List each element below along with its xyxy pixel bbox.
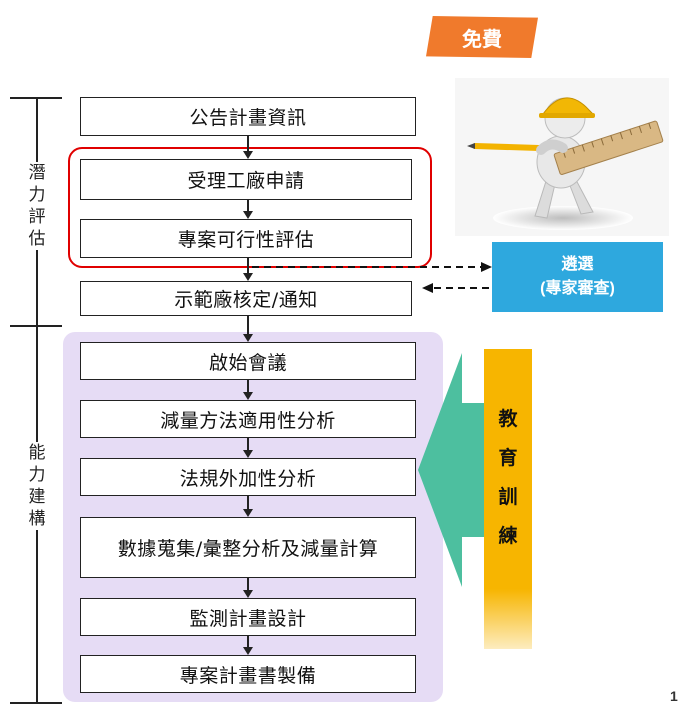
arrowhead [243,590,253,598]
arrowhead [243,509,253,517]
step-label: 啟始會議 [208,351,287,374]
selection-subtitle: (專家審查) [540,280,615,297]
section-label-potential: 潛力評估 [26,162,48,250]
step-feasibility-assessment: 專案可行性評估 [80,219,412,258]
arrowhead [243,273,253,281]
arrowhead [243,151,253,159]
step-kickoff-meeting: 啟始會議 [80,342,416,380]
step-data-collection-analysis: 數據蒐集/彙整分析及減量計算 [80,517,416,578]
free-tag-label: 免費 [462,28,502,51]
arrowhead [243,647,253,655]
selection-title: 遴選 [561,256,594,273]
step-project-document: 專案計畫書製備 [80,655,416,693]
step-label: 受理工廠申請 [187,170,305,192]
section-label-capability: 能力建構 [26,442,48,530]
step-monitoring-design: 監測計畫設計 [80,598,416,636]
connector [247,496,249,509]
connector [247,578,249,590]
step-label: 示範廠核定/通知 [174,289,318,311]
education-label-text: 教育訓練 [498,408,518,547]
arrowhead [243,211,253,219]
page-number: 1 [670,688,678,704]
selection-review-box: 遴選 (專家審查) [492,242,663,312]
connector [247,636,249,647]
connector [247,200,249,211]
dashed-arrows [252,262,492,293]
highlight-frame [68,147,432,268]
connector [247,316,249,334]
education-bar [484,349,532,649]
arrowhead [243,334,253,342]
connector [247,136,249,151]
arrowhead [243,392,253,400]
step-announce-plan: 公告計畫資訊 [80,97,416,136]
bracket-bottom-line [10,702,62,704]
arrowhead [243,450,253,458]
education-label: 教育訓練 [484,400,532,556]
step-label: 減量方法適用性分析 [160,409,336,432]
step-accept-application: 受理工廠申請 [80,159,412,200]
connector [247,380,249,392]
step-method-applicability: 減量方法適用性分析 [80,400,416,438]
step-label: 監測計畫設計 [189,607,307,630]
connector [247,258,249,273]
step-label: 法規外加性分析 [179,467,317,490]
worker-illustration-icon [455,78,669,236]
step-label: 專案可行性評估 [177,229,315,251]
education-arrow-icon [418,353,484,587]
step-demo-plant-approval: 示範廠核定/通知 [80,281,412,316]
step-regulatory-additionality: 法規外加性分析 [80,458,416,496]
connector [247,438,249,450]
free-tag: 免費 [426,16,538,58]
step-label: 數據蒐集/彙整分析及減量計算 [117,538,379,560]
step-label: 公告計畫資訊 [189,107,307,129]
step-label: 專案計畫書製備 [179,664,317,687]
